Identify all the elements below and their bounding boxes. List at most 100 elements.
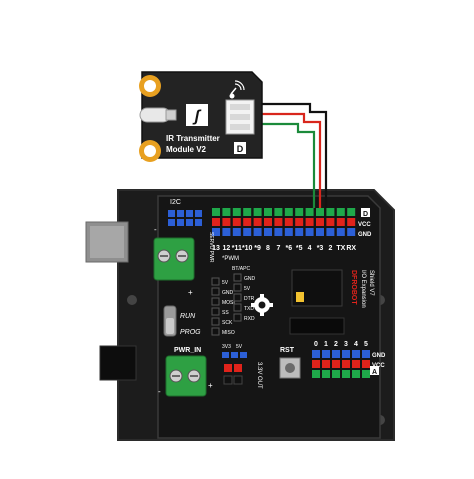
digital-header-pin [336,218,345,226]
voltage-label-3v3: 3V3 [222,344,231,350]
spi-label: 5V [222,280,229,286]
dfrobot-module-logo [186,104,208,126]
out-label: 3.3V OUT [256,362,262,389]
digital-pin-label: *10 [242,245,253,252]
analog-header-pin [352,360,360,368]
digital-header-pin [222,208,231,216]
out-header: 3.3V OUT [223,362,262,389]
analog-header-pin [352,350,360,358]
svg-text:I/O Expansion: I/O Expansion [360,270,366,308]
digital-pin-label: 2 [328,245,332,252]
digital-header-pin [336,208,345,216]
servo-plus-label: + [188,288,193,297]
i2c-pin [168,210,175,217]
analog-header-pin [332,360,340,368]
switch-knob[interactable] [166,318,174,334]
i2c-pin [186,210,193,217]
digital-header-pin [305,208,314,216]
digital-header-pin [264,218,272,226]
digital-pin-label: *6 [285,245,292,252]
digital-header-pin [264,228,272,236]
digital-header-pin [326,208,335,216]
digital-pin-label: RX [346,245,356,252]
digital-header-pin [253,218,262,226]
bt-label: RXD [244,316,255,322]
digital-header-pin [232,218,241,226]
analog-header-pin [312,360,320,368]
reset-button[interactable]: RST [279,347,301,379]
bt-label: GND [244,276,256,282]
spi-label: GND [222,290,234,296]
analog-header-pin [332,350,340,358]
analog-rail-badge-text: A [372,369,377,376]
digital-header-pin [243,218,252,226]
voltage-selector[interactable]: 3V3 5V [222,344,247,358]
wire-black [252,102,328,208]
digital-pin-label: *5 [296,245,303,252]
analog-header-pin [352,370,360,378]
spi-pins [211,277,220,336]
dc-jack [99,345,137,381]
analog-header-pin [342,350,350,358]
i2c-header: I2C [168,199,202,226]
digital-pin-label: 13 [212,245,220,252]
spi-label: SS [222,310,229,316]
out-pin [233,375,243,385]
chip-ic [289,317,345,335]
digital-pin-label: 12 [223,245,231,252]
btapc-label: BT/APC [232,266,250,272]
dfrobot-logo: DFROBOT I/O Expansion Shield V7 [350,270,374,308]
wire-red [252,112,322,208]
servo-terminal-block [153,237,195,281]
analog-header-pin [362,370,370,378]
analog-header-pin [342,370,350,378]
digital-header-pin [316,218,324,226]
digital-header-pin [253,228,262,236]
jumper-pin[interactable] [222,352,229,358]
digital-pin-label: *3 [317,245,324,252]
digital-header-pin [232,208,241,216]
pwr-in-terminal: PWR_IN - + [158,347,213,397]
analog-pin-label: 5 [364,341,368,348]
digital-pin-label: 7 [276,245,280,252]
spi-label: MOSI [222,300,235,306]
digital-header-pin [326,228,335,236]
digital-header-pin [232,228,241,236]
jumper-pin[interactable] [240,352,247,358]
analog-header-pin [322,350,330,358]
rst-button-cap[interactable] [285,363,295,373]
digital-pin-label: *11 [232,245,242,252]
i2c-pin [186,219,193,226]
digital-header-pin [347,218,356,226]
digital-header-pin [295,218,304,226]
voltage-label-5v: 5V [236,344,243,350]
digital-header-pin [212,218,220,226]
bt-label: TXD [244,306,254,312]
digital-header-pin [305,228,314,236]
i2c-pin [195,219,202,226]
run-prog-switch[interactable]: RUN PROG [163,305,201,337]
gear-icon [251,294,273,316]
digital-pin-label: 4 [308,245,312,252]
analog-header-pin [362,360,370,368]
board-mount-hole [127,295,137,305]
bt-label: 5V [244,286,251,292]
digital-header-pin [264,208,272,216]
digital-header-pin [274,228,283,236]
analog-header-pin [342,360,350,368]
pwr-in-label: PWR_IN [174,347,201,354]
jumper-pin[interactable] [231,352,238,358]
out-pin [234,364,242,372]
analog-header-pin [322,360,330,368]
digital-header-pin [212,228,220,236]
module-title-line2: Module V2 [166,145,207,154]
digital-header-pin [326,218,335,226]
i2c-pin [177,219,184,226]
digital-header-pin [243,228,252,236]
pwr-plus-label: + [208,381,213,390]
ir-transmitter-module: ʃ IR Transmitter Module V2 D [139,71,263,162]
led-component [296,292,304,302]
